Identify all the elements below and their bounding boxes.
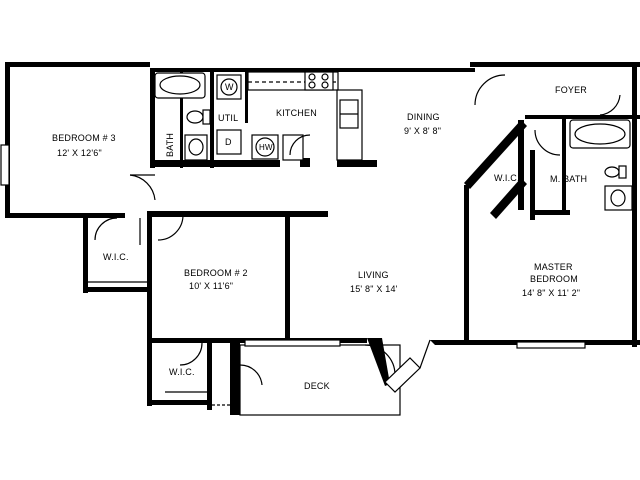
washer-label: W xyxy=(225,82,234,92)
deck-name: DECK xyxy=(304,381,330,391)
bedroom3-name: BEDROOM # 3 xyxy=(52,133,116,143)
bedroom3-size: 12' X 12'6" xyxy=(57,148,102,158)
master-bath-name: M. BATH xyxy=(550,174,587,184)
master-bedroom-size: 14' 8" X 11' 2" xyxy=(522,288,580,298)
kitchen-name: KITCHEN xyxy=(276,108,317,118)
walls xyxy=(5,62,640,415)
water-heater-label: HW xyxy=(259,143,273,152)
living-name: LIVING xyxy=(358,270,389,280)
dining-size: 9' X 8' 8" xyxy=(404,126,441,136)
master-wic-name: W.I.C. xyxy=(494,173,520,183)
foyer-name: FOYER xyxy=(555,85,587,95)
wic-left-name: W.I.C. xyxy=(103,252,129,262)
room-labels: BEDROOM # 3 12' X 12'6" BATH UTIL KITCHE… xyxy=(52,82,587,391)
wic-small-name: W.I.C. xyxy=(169,367,195,377)
living-size: 15' 8" X 14' xyxy=(350,284,398,294)
linework xyxy=(0,71,633,416)
bath-name: BATH xyxy=(165,133,175,157)
master-bedroom-name-line2: BEDROOM xyxy=(530,274,578,284)
bedroom2-name: BEDROOM # 2 xyxy=(184,268,248,278)
util-name: UTIL xyxy=(218,113,238,123)
dryer-label: D xyxy=(225,137,232,147)
bedroom2-size: 10' X 11'6" xyxy=(189,281,233,291)
master-bedroom-name-line1: MASTER xyxy=(534,262,573,272)
dining-name: DINING xyxy=(407,112,440,122)
